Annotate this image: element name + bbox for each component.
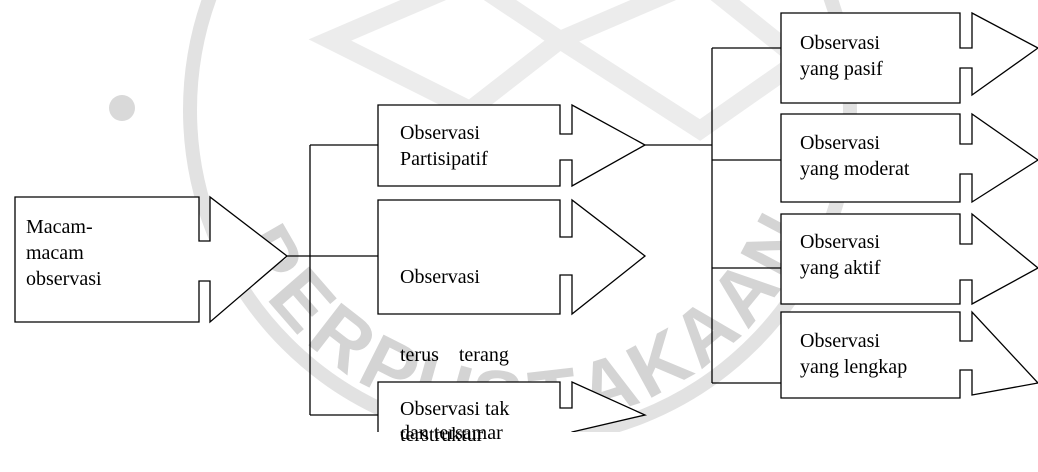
arrow-box-aktif [780,212,1038,306]
node-moderat-line-1: Observasi [800,132,880,154]
node-moderat-label: Observasi yang moderat [800,130,909,182]
arrow-box-partisipatif [377,103,647,188]
connectors [287,47,781,416]
arrow-box-tak-terstruktur [377,380,648,432]
node-terus-terang-line-1: Observasi [400,266,480,288]
node-lengkap-label: Observasi yang lengkap [800,328,907,380]
node-moderat-line-2: yang moderat [800,158,910,180]
observation-types-diagram: PERPUSTAKAAN [14,0,1038,432]
watermark-ring [183,0,857,432]
node-root-line-3: observasi [26,268,102,290]
node-root-label: Macam- macam observasi [26,214,186,292]
arrow-box-root [14,195,289,324]
node-aktif-line-1: Observasi [800,231,880,253]
node-tak-terstruktur-label: Observasi tak terstruktur [400,396,509,448]
node-root-line-1: Macam- [26,216,93,238]
node-tak-terstruktur-line-1: Observasi tak [400,398,510,420]
arrow-box-moderat [780,112,1038,204]
node-lengkap-line-1: Observasi [800,330,880,352]
node-terus-terang-line-2: terus terang [400,344,509,366]
node-partisipatif-line-2: Partisipatif [400,148,488,170]
node-partisipatif-label: Observasi Partisipatif [400,120,488,172]
node-aktif-line-2: yang aktif [800,257,881,279]
arrow-box-pasif [780,11,1038,104]
arrow-box-terus-terang [377,198,647,316]
node-pasif-label: Observasi yang pasif [800,30,883,82]
node-tak-terstruktur-line-2: terstruktur [400,424,484,446]
node-root-line-2: macam [26,242,84,264]
node-partisipatif-line-1: Observasi [400,122,480,144]
node-pasif-line-1: Observasi [800,32,880,54]
node-aktif-label: Observasi yang aktif [800,229,881,281]
node-pasif-line-2: yang pasif [800,58,883,80]
node-lengkap-line-2: yang lengkap [800,356,908,378]
arrow-boxes [14,11,1038,432]
watermark-dot [109,95,135,121]
arrow-box-lengkap [780,310,1038,399]
